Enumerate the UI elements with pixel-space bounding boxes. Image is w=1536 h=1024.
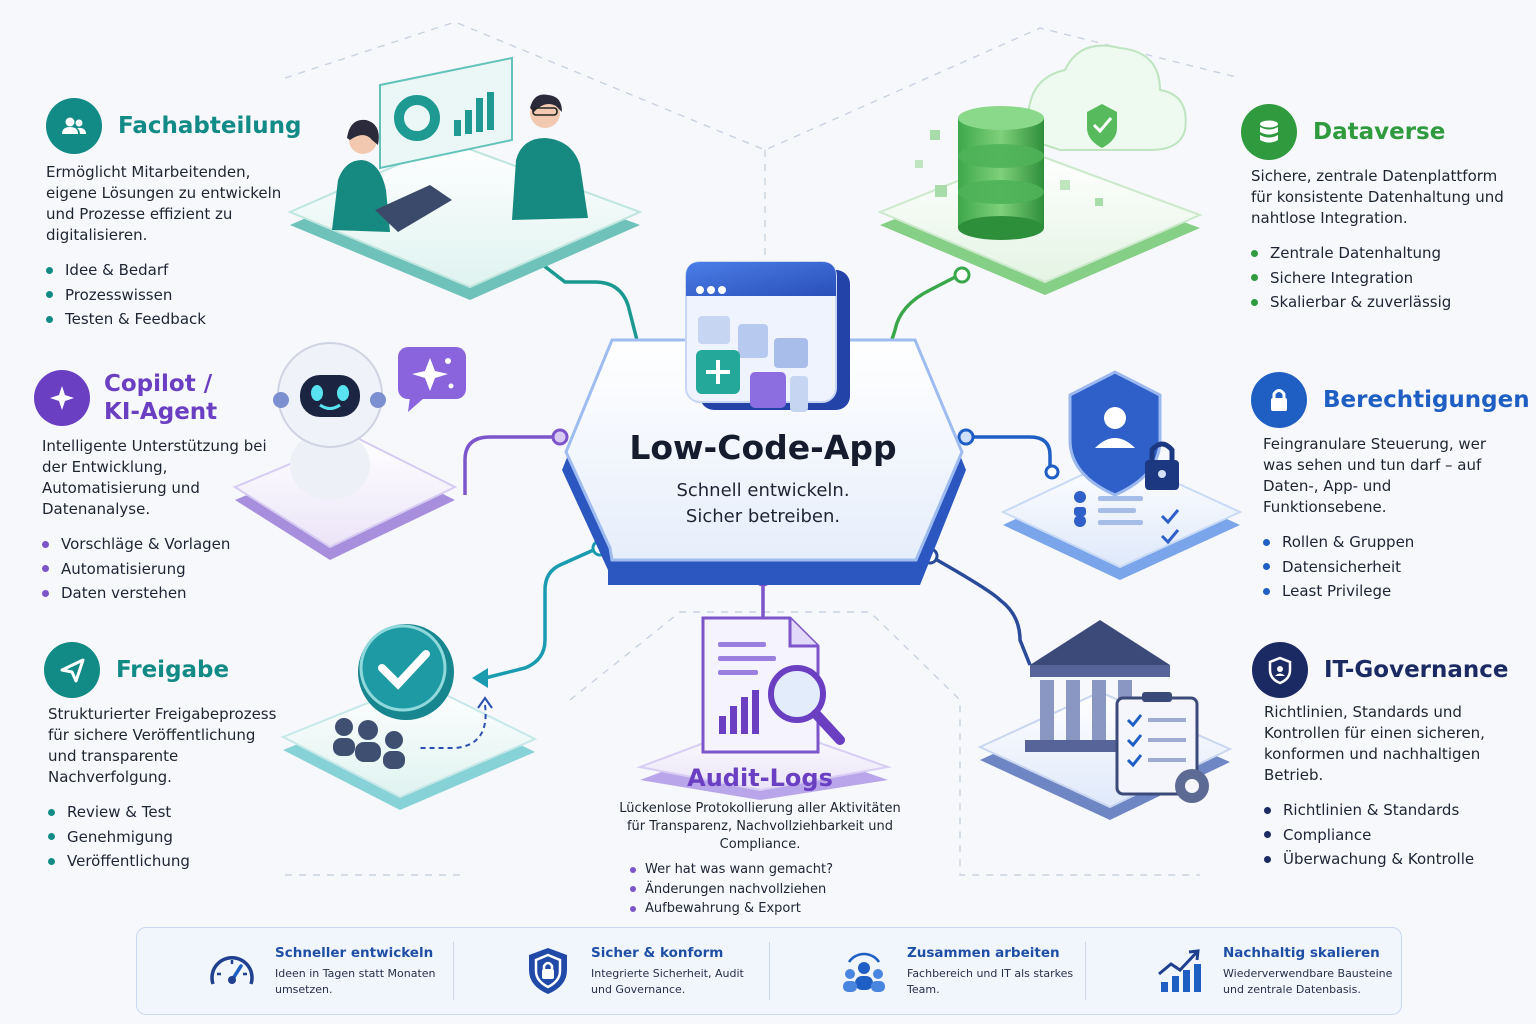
fachabteilung-title: Fachabteilung [118, 113, 302, 139]
list-item: Sichere Integration [1251, 266, 1511, 291]
freigabe-title: Freigabe [116, 657, 230, 683]
list-item: Idee & Bedarf [46, 258, 286, 283]
dashed-guides [284, 21, 1241, 876]
freigabe-description: Strukturierter Freigabeprozess für siche… [48, 705, 277, 786]
freigabe-bullets: Review & Test Genehmigung Veröffentlichu… [48, 800, 284, 874]
governance-section: IT-Governance Richtlinien, Standards und… [1252, 642, 1514, 872]
footer-benefits-bar: Schneller entwickeln Ideen in Tagen stat… [136, 927, 1402, 1015]
governance-illustration [977, 620, 1233, 820]
copilot-section: Copilot /KI-Agent Intelligente Unterstüt… [34, 370, 274, 606]
team-icon [843, 952, 885, 992]
users-icon [46, 98, 102, 154]
send-icon [44, 642, 100, 698]
connectors [463, 253, 1052, 680]
fachabteilung-bullets: Idee & Bedarf Prozesswissen Testen & Fee… [46, 258, 286, 332]
list-item: Überwachung & Kontrolle [1264, 847, 1514, 872]
center-subtitle: Schnell entwickeln.Sicher betreiben. [676, 480, 850, 527]
footer-item: Zusammen arbeiten Fachbereich und IT als… [769, 928, 1085, 1014]
freigabe-section: Freigabe Strukturierter Freigabeprozess … [44, 642, 284, 874]
growth-chart-icon [1158, 949, 1201, 992]
lock-icon [1251, 372, 1307, 428]
list-item: Compliance [1264, 823, 1514, 848]
fachabteilung-description: Ermöglicht Mitarbeitenden, eigene Lösung… [46, 163, 282, 244]
berechtigungen-title: Berechtigungen [1323, 387, 1530, 413]
footer-item-title: Nachhaltig skalieren [1223, 944, 1380, 961]
governance-title: IT-Governance [1324, 657, 1509, 683]
list-item: Aufbewahrung & Export [630, 899, 833, 919]
list-item: Testen & Feedback [46, 307, 286, 332]
audit-bullets: Wer hat was wann gemacht? Änderungen nac… [630, 860, 833, 919]
center-title: Low-Code-App [629, 428, 897, 467]
list-item: Vorschläge & Vorlagen [42, 532, 274, 557]
copilot-description: Intelligente Unterstützung bei der Entwi… [42, 437, 267, 518]
list-item: Genehmigung [48, 825, 284, 850]
footer-item-title: Schneller entwickeln [275, 944, 434, 961]
berechtigungen-illustration [1000, 370, 1243, 580]
dataverse-description: Sichere, zentrale Datenplattform für kon… [1251, 167, 1504, 227]
berechtigungen-bullets: Rollen & Gruppen Datensicherheit Least P… [1263, 530, 1513, 604]
freigabe-illustration [280, 624, 538, 810]
shield-icon [1252, 642, 1308, 698]
berechtigungen-section: Berechtigungen Feingranulare Steuerung, … [1251, 372, 1530, 604]
fachabteilung-illustration [287, 56, 643, 300]
governance-bullets: Richtlinien & Standards Compliance Überw… [1264, 798, 1514, 872]
footer-item: Schneller entwickeln Ideen in Tagen stat… [137, 928, 453, 1014]
dataverse-bullets: Zentrale Datenhaltung Sichere Integratio… [1251, 241, 1511, 315]
list-item: Wer hat was wann gemacht? [630, 860, 833, 880]
fachabteilung-section: Fachabteilung Ermöglicht Mitarbeitenden,… [46, 98, 301, 332]
list-item: Rollen & Gruppen [1263, 530, 1513, 555]
copilot-title: Copilot /KI-Agent [104, 371, 218, 425]
list-item: Automatisierung [42, 557, 274, 582]
footer-item: Nachhaltig skalieren Wiederverwendbare B… [1085, 928, 1401, 1014]
footer-item-title: Zusammen arbeiten [907, 944, 1060, 961]
list-item: Least Privilege [1263, 579, 1513, 604]
copilot-illustration [232, 342, 466, 560]
list-item: Daten verstehen [42, 581, 274, 606]
governance-description: Richtlinien, Standards und Kontrollen fü… [1264, 703, 1485, 784]
footer-item-title: Sicher & konform [591, 944, 724, 961]
speedometer-icon [210, 956, 254, 985]
list-item: Änderungen nachvollziehen [630, 880, 833, 900]
shield-icon [529, 948, 567, 994]
list-item: Richtlinien & Standards [1264, 798, 1514, 823]
copilot-bullets: Vorschläge & Vorlagen Automatisierung Da… [42, 532, 274, 606]
list-item: Review & Test [48, 800, 284, 825]
dataverse-section: Dataverse Sichere, zentrale Datenplattfo… [1241, 104, 1511, 315]
app-window-icon [685, 261, 850, 412]
center-hexagon [562, 338, 966, 585]
audit-description: Lückenlose Protokollierung aller Aktivit… [619, 801, 901, 852]
audit-illustration [636, 616, 892, 800]
audit-title: Audit-Logs [687, 764, 833, 792]
berechtigungen-description: Feingranulare Steuerung, wer was sehen u… [1263, 435, 1487, 516]
list-item: Skalierbar & zuverlässig [1251, 290, 1511, 315]
list-item: Zentrale Datenhaltung [1251, 241, 1511, 266]
footer-item: Sicher & konform Integrierte Sicherheit,… [453, 928, 769, 1014]
list-item: Veröffentlichung [48, 849, 284, 874]
list-item: Datensicherheit [1263, 555, 1513, 580]
database-icon [1241, 104, 1297, 160]
list-item: Prozesswissen [46, 283, 286, 308]
sparkle-icon [34, 370, 90, 426]
dataverse-illustration [877, 44, 1203, 295]
dataverse-title: Dataverse [1313, 119, 1446, 145]
